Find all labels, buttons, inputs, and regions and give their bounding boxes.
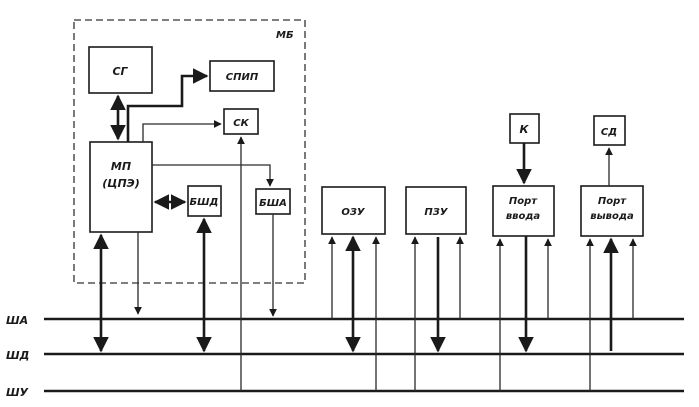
mp-spip-link: [126, 68, 209, 142]
sg-label: СГ: [112, 65, 128, 78]
sd-block: [593, 115, 626, 146]
mp-sk-link: [142, 120, 222, 142]
sk-label: СК: [233, 118, 249, 129]
sg-block: [88, 46, 153, 94]
pzu-label: ПЗУ: [424, 207, 448, 218]
mp-label-line1: МП: [111, 160, 131, 173]
port-out-label-line2: вывода: [590, 211, 634, 222]
port-out-block: [580, 185, 644, 237]
bus-shd-label: ШД: [6, 349, 29, 362]
sd-label: СД: [601, 127, 617, 138]
pzu-block: [405, 186, 467, 235]
spip-block: [209, 60, 275, 92]
port-out-label-line1: Порт: [598, 196, 627, 207]
bshd-block: [187, 185, 222, 217]
k-block: [509, 113, 540, 144]
mp-label-line2: (ЦПЭ): [102, 177, 140, 190]
port-in-label-line2: ввода: [506, 211, 541, 222]
k-label: К: [520, 123, 530, 136]
bus-shu-label: ШУ: [6, 386, 29, 399]
spip-label: СПИП: [226, 72, 259, 83]
port-in-block: [492, 185, 555, 237]
mp-bsha-link: [152, 164, 274, 187]
module-label: МБ: [276, 30, 294, 41]
mp-block: [89, 141, 153, 233]
port-in-label-line1: Порт: [509, 196, 538, 207]
ozu-block: [321, 186, 386, 235]
module-boundary: [73, 19, 306, 284]
ozu-label: ОЗУ: [341, 207, 366, 218]
bsha-label: БША: [259, 198, 287, 209]
bus-sha-label: ША: [6, 314, 28, 327]
bshd-label: БШД: [190, 197, 219, 208]
sk-block: [223, 108, 259, 135]
